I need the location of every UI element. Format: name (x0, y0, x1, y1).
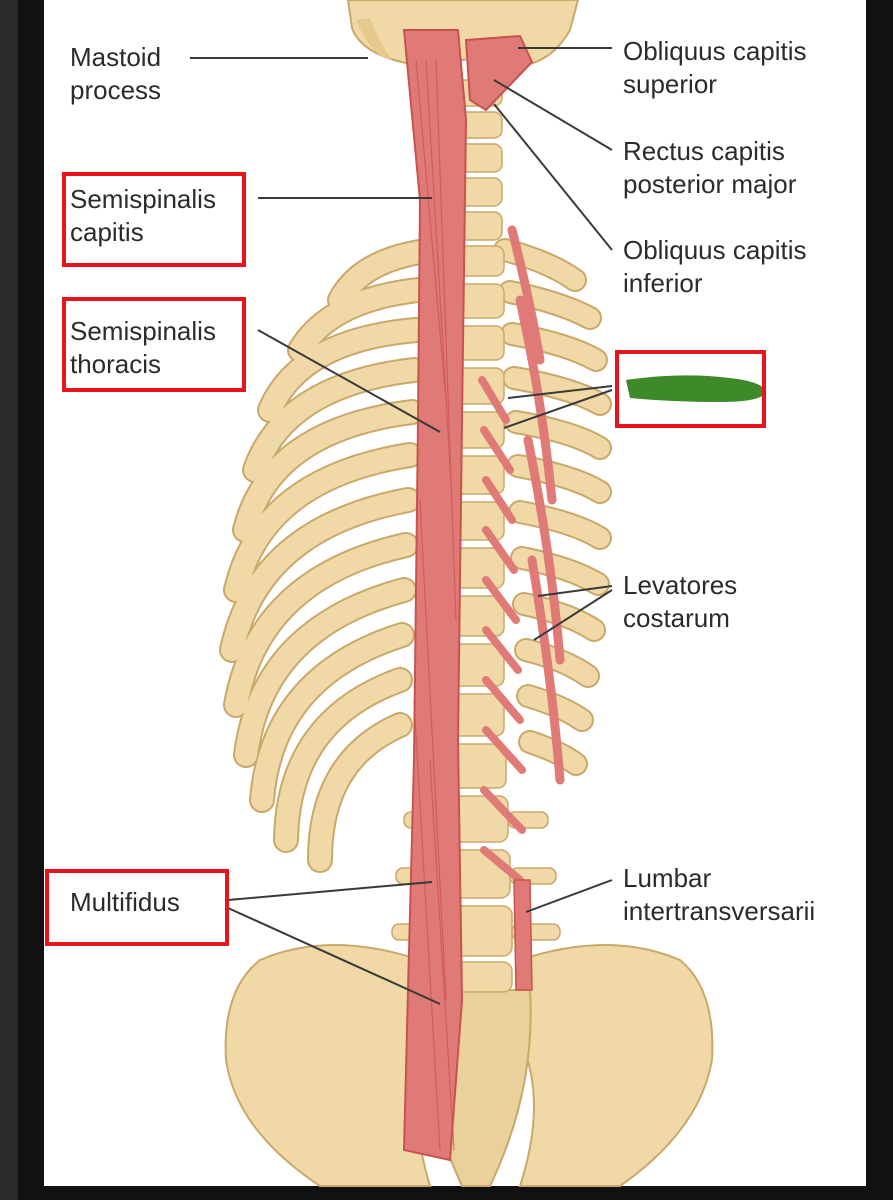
label-lumbar-intertransversarii: Lumbar intertransversarii (623, 863, 816, 926)
label-obliquus-capitis-inferior: Obliquus capitis inferior (623, 235, 807, 298)
leader-redacted-1 (507, 385, 613, 399)
short-rotator-muscles (478, 376, 526, 884)
leader-obliquus-inferior (493, 103, 613, 251)
redaction-scribble (626, 375, 766, 402)
leader-levatores-1 (537, 585, 613, 597)
lumbar-intertransversarii-muscle (513, 879, 533, 991)
leader-levatores-2 (533, 589, 613, 641)
highlight-box-multifidus (45, 869, 229, 946)
suboccipital-muscles (464, 34, 534, 112)
label-levatores-costarum: Levatores costarum (623, 570, 738, 633)
highlight-box-redacted-label (615, 350, 766, 428)
bottom-frame-bar (0, 1186, 893, 1200)
leader-semispinalis-thoracis (257, 329, 441, 433)
leader-lines (190, 47, 613, 1005)
label-semispinalis-thoracis: Semispinalis thoracis (70, 316, 216, 379)
label-semispinalis-capitis: Semispinalis capitis (70, 184, 216, 247)
leader-redacted-2 (503, 389, 613, 429)
right-frame-bar (866, 0, 893, 1200)
leader-rectus-capitis (493, 79, 613, 151)
label-mastoid-process: Mastoid process (70, 42, 162, 105)
highlight-box-semispinalis-thoracis (62, 297, 246, 392)
leader-multifidus-1 (227, 881, 433, 901)
highlight-box-semispinalis-capitis (62, 172, 246, 267)
levatores-costarum-muscles (507, 225, 565, 785)
left-frame-edge (0, 0, 18, 1200)
label-rectus-capitis-posterior-major: Rectus capitis posterior major (623, 136, 797, 199)
leader-multifidus-2 (227, 907, 441, 1005)
ribs-left (219, 239, 433, 873)
label-obliquus-capitis-superior: Obliquus capitis superior (623, 36, 807, 99)
leader-lumbar (525, 879, 613, 913)
mastoid-bump (356, 18, 392, 60)
label-multifidus: Multifidus (70, 887, 180, 917)
